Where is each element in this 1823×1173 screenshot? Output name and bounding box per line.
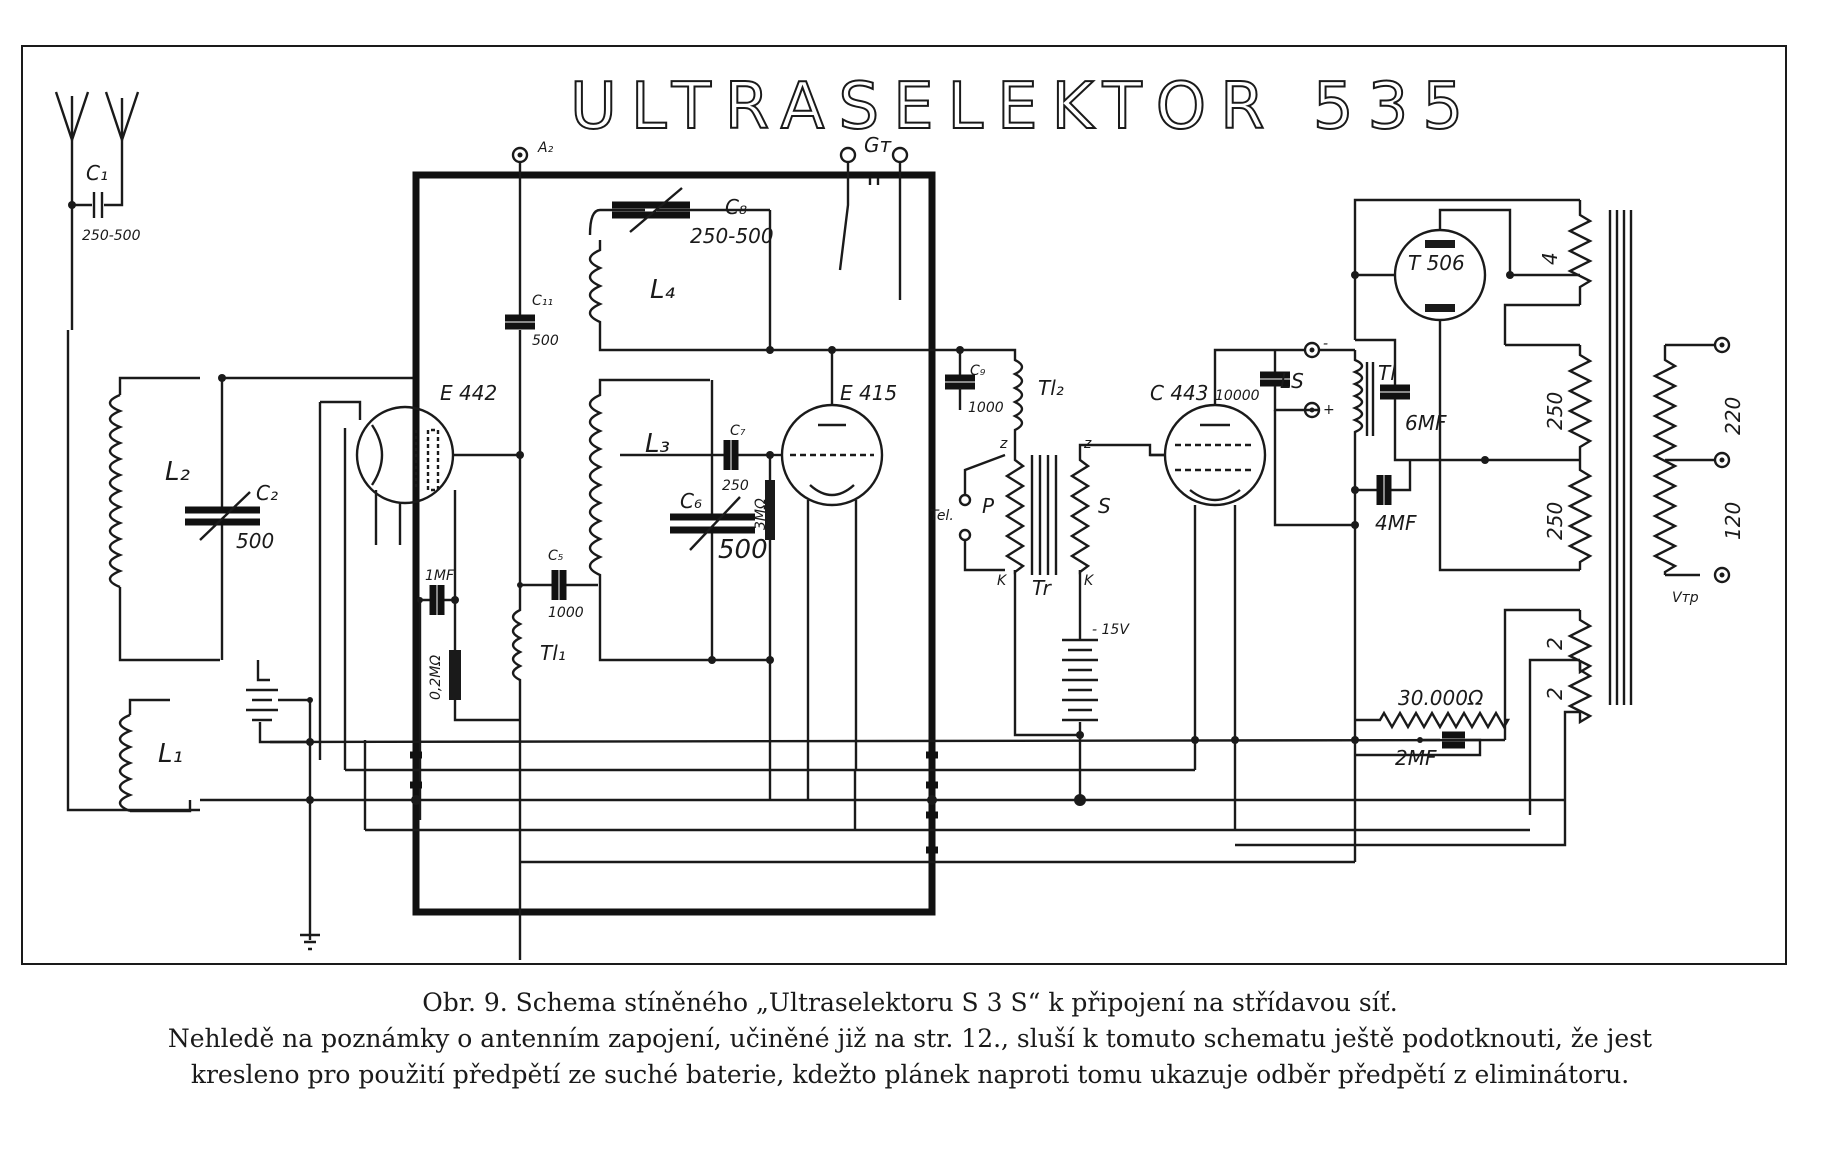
- winding-250a-label: 250: [1543, 392, 1567, 430]
- c443-value: 10000: [1215, 388, 1260, 404]
- t506-label: T 506: [1408, 251, 1465, 275]
- power-transformer: [1235, 200, 1731, 847]
- c9-label: C₉: [970, 363, 986, 379]
- r02-label: 0,2MΩ: [428, 655, 444, 700]
- capacitor-c8: [588, 187, 770, 236]
- c11-value: 500: [532, 333, 559, 349]
- shield-wiring: [412, 171, 936, 916]
- a2-label: A₂: [537, 140, 554, 156]
- c5-label: C₅: [548, 548, 564, 564]
- choke-tl2: [960, 348, 1024, 450]
- resistor-02mohm: [449, 650, 520, 722]
- capacitor-c7: [620, 440, 774, 470]
- capacitor-c9: [932, 346, 975, 410]
- c1-value: 250-500: [82, 228, 141, 244]
- capacitor-6mf: [1355, 338, 1440, 462]
- transformer-tr: [1004, 443, 1165, 737]
- l4-label: L₄: [650, 275, 675, 305]
- l2-label: L₂: [165, 457, 190, 487]
- winding-4-label: 4: [1538, 252, 1562, 265]
- c9-value: 1000: [968, 400, 1004, 416]
- c6-label: C₆: [680, 489, 702, 513]
- c2-label: C₂: [256, 481, 278, 505]
- capacitor-c5: [517, 570, 598, 600]
- diagram-title: ULTRASELEKTOR 535: [570, 70, 1477, 144]
- mf4-label: 4MF: [1375, 511, 1417, 535]
- circuit-schematic: ULTRASELEKTOR 535 C₁ 250-500 L₂ C₂ 500 L…: [21, 45, 1787, 965]
- c8-value: 250-500: [690, 224, 774, 248]
- r30k-label: 30.000Ω: [1398, 686, 1484, 710]
- tube-t506: [1351, 198, 1580, 572]
- capacitor-c6: [670, 380, 755, 664]
- tr-label: Tr: [1032, 576, 1053, 600]
- c2-value: 500: [236, 529, 274, 553]
- caption-line-2: Nehledě na poznámky o antenním zapojení,…: [167, 1024, 1653, 1053]
- c8-label: C₈: [725, 195, 747, 219]
- tr-k1-label: K: [997, 573, 1008, 589]
- caption-line-3: kresleno pro použití předpětí ze suché b…: [190, 1060, 1630, 1089]
- bus-lines: [200, 660, 1565, 951]
- terminal-a2: [505, 146, 535, 600]
- bias-label: - 15V: [1092, 622, 1130, 638]
- grid-bias-battery-small: [246, 660, 313, 744]
- r3m-label: 3MΩ: [753, 498, 769, 530]
- caption-line-1: Obr. 9. Schema stíněného „Ultraselektoru…: [422, 988, 1398, 1017]
- tube-c443: [1150, 348, 1275, 770]
- coil-l2: [108, 376, 220, 662]
- mf1-label: 1MF: [425, 568, 455, 584]
- ls-label: LS: [1280, 369, 1304, 393]
- choke-tl1: [511, 600, 523, 960]
- choke-tl: [1351, 350, 1375, 720]
- c11-label: C₁₁: [532, 293, 553, 309]
- tel-label: Tel.: [930, 508, 954, 524]
- diagram-frame: [21, 45, 1787, 965]
- e442-label: E 442: [440, 381, 497, 405]
- terminal-gt: [838, 146, 909, 300]
- tl2-label: Tl₂: [1038, 376, 1064, 400]
- tr-k2-label: K: [1084, 573, 1095, 589]
- voltage-220-label: 220: [1721, 397, 1745, 435]
- c1-label: C₁: [86, 161, 108, 185]
- tr-z2-label: z: [1083, 436, 1092, 452]
- vtp-label: Vтр: [1672, 590, 1699, 606]
- gt-label: Gт: [864, 133, 892, 157]
- capacitor-c2: [185, 374, 416, 660]
- c7-label: C₇: [730, 423, 746, 439]
- antenna-symbols: [54, 91, 200, 812]
- figure-caption: Obr. 9. Schema stíněného „Ultraselektoru…: [40, 985, 1780, 1093]
- c6-value: 500: [718, 535, 768, 565]
- c5-value: 1000: [548, 605, 584, 621]
- tr-s-label: S: [1098, 494, 1111, 518]
- telephone-jack: [958, 453, 1006, 572]
- l1-label: L₁: [158, 739, 183, 769]
- voltage-120-label: 120: [1721, 502, 1745, 540]
- coil-l4: [588, 210, 772, 352]
- bias-battery: [1062, 620, 1098, 770]
- coil-l3: [588, 378, 712, 662]
- tube-e415: [766, 346, 932, 770]
- tr-z1-label: z: [999, 436, 1008, 452]
- capacitor-4mf: [1351, 460, 1412, 505]
- tl1-label: Tl₁: [540, 641, 566, 665]
- tl-label: Tl: [1378, 361, 1396, 385]
- ls-plus: +: [1323, 402, 1335, 418]
- tr-p-label: P: [982, 494, 995, 518]
- winding-250b-label: 250: [1543, 502, 1567, 540]
- e415-label: E 415: [840, 381, 897, 405]
- coil-l1: [118, 698, 192, 813]
- winding-2b-label: 2: [1543, 687, 1567, 700]
- winding-2a-label: 2: [1543, 637, 1567, 650]
- c7-value: 250: [722, 478, 749, 494]
- tube-e442: [318, 400, 520, 770]
- ls-minus: -: [1323, 336, 1328, 352]
- c443-label: C 443: [1150, 381, 1209, 405]
- capacitor-1mf: [417, 490, 459, 820]
- mf2-label: 2MF: [1395, 746, 1437, 770]
- loudspeaker-terminals: [1273, 341, 1355, 527]
